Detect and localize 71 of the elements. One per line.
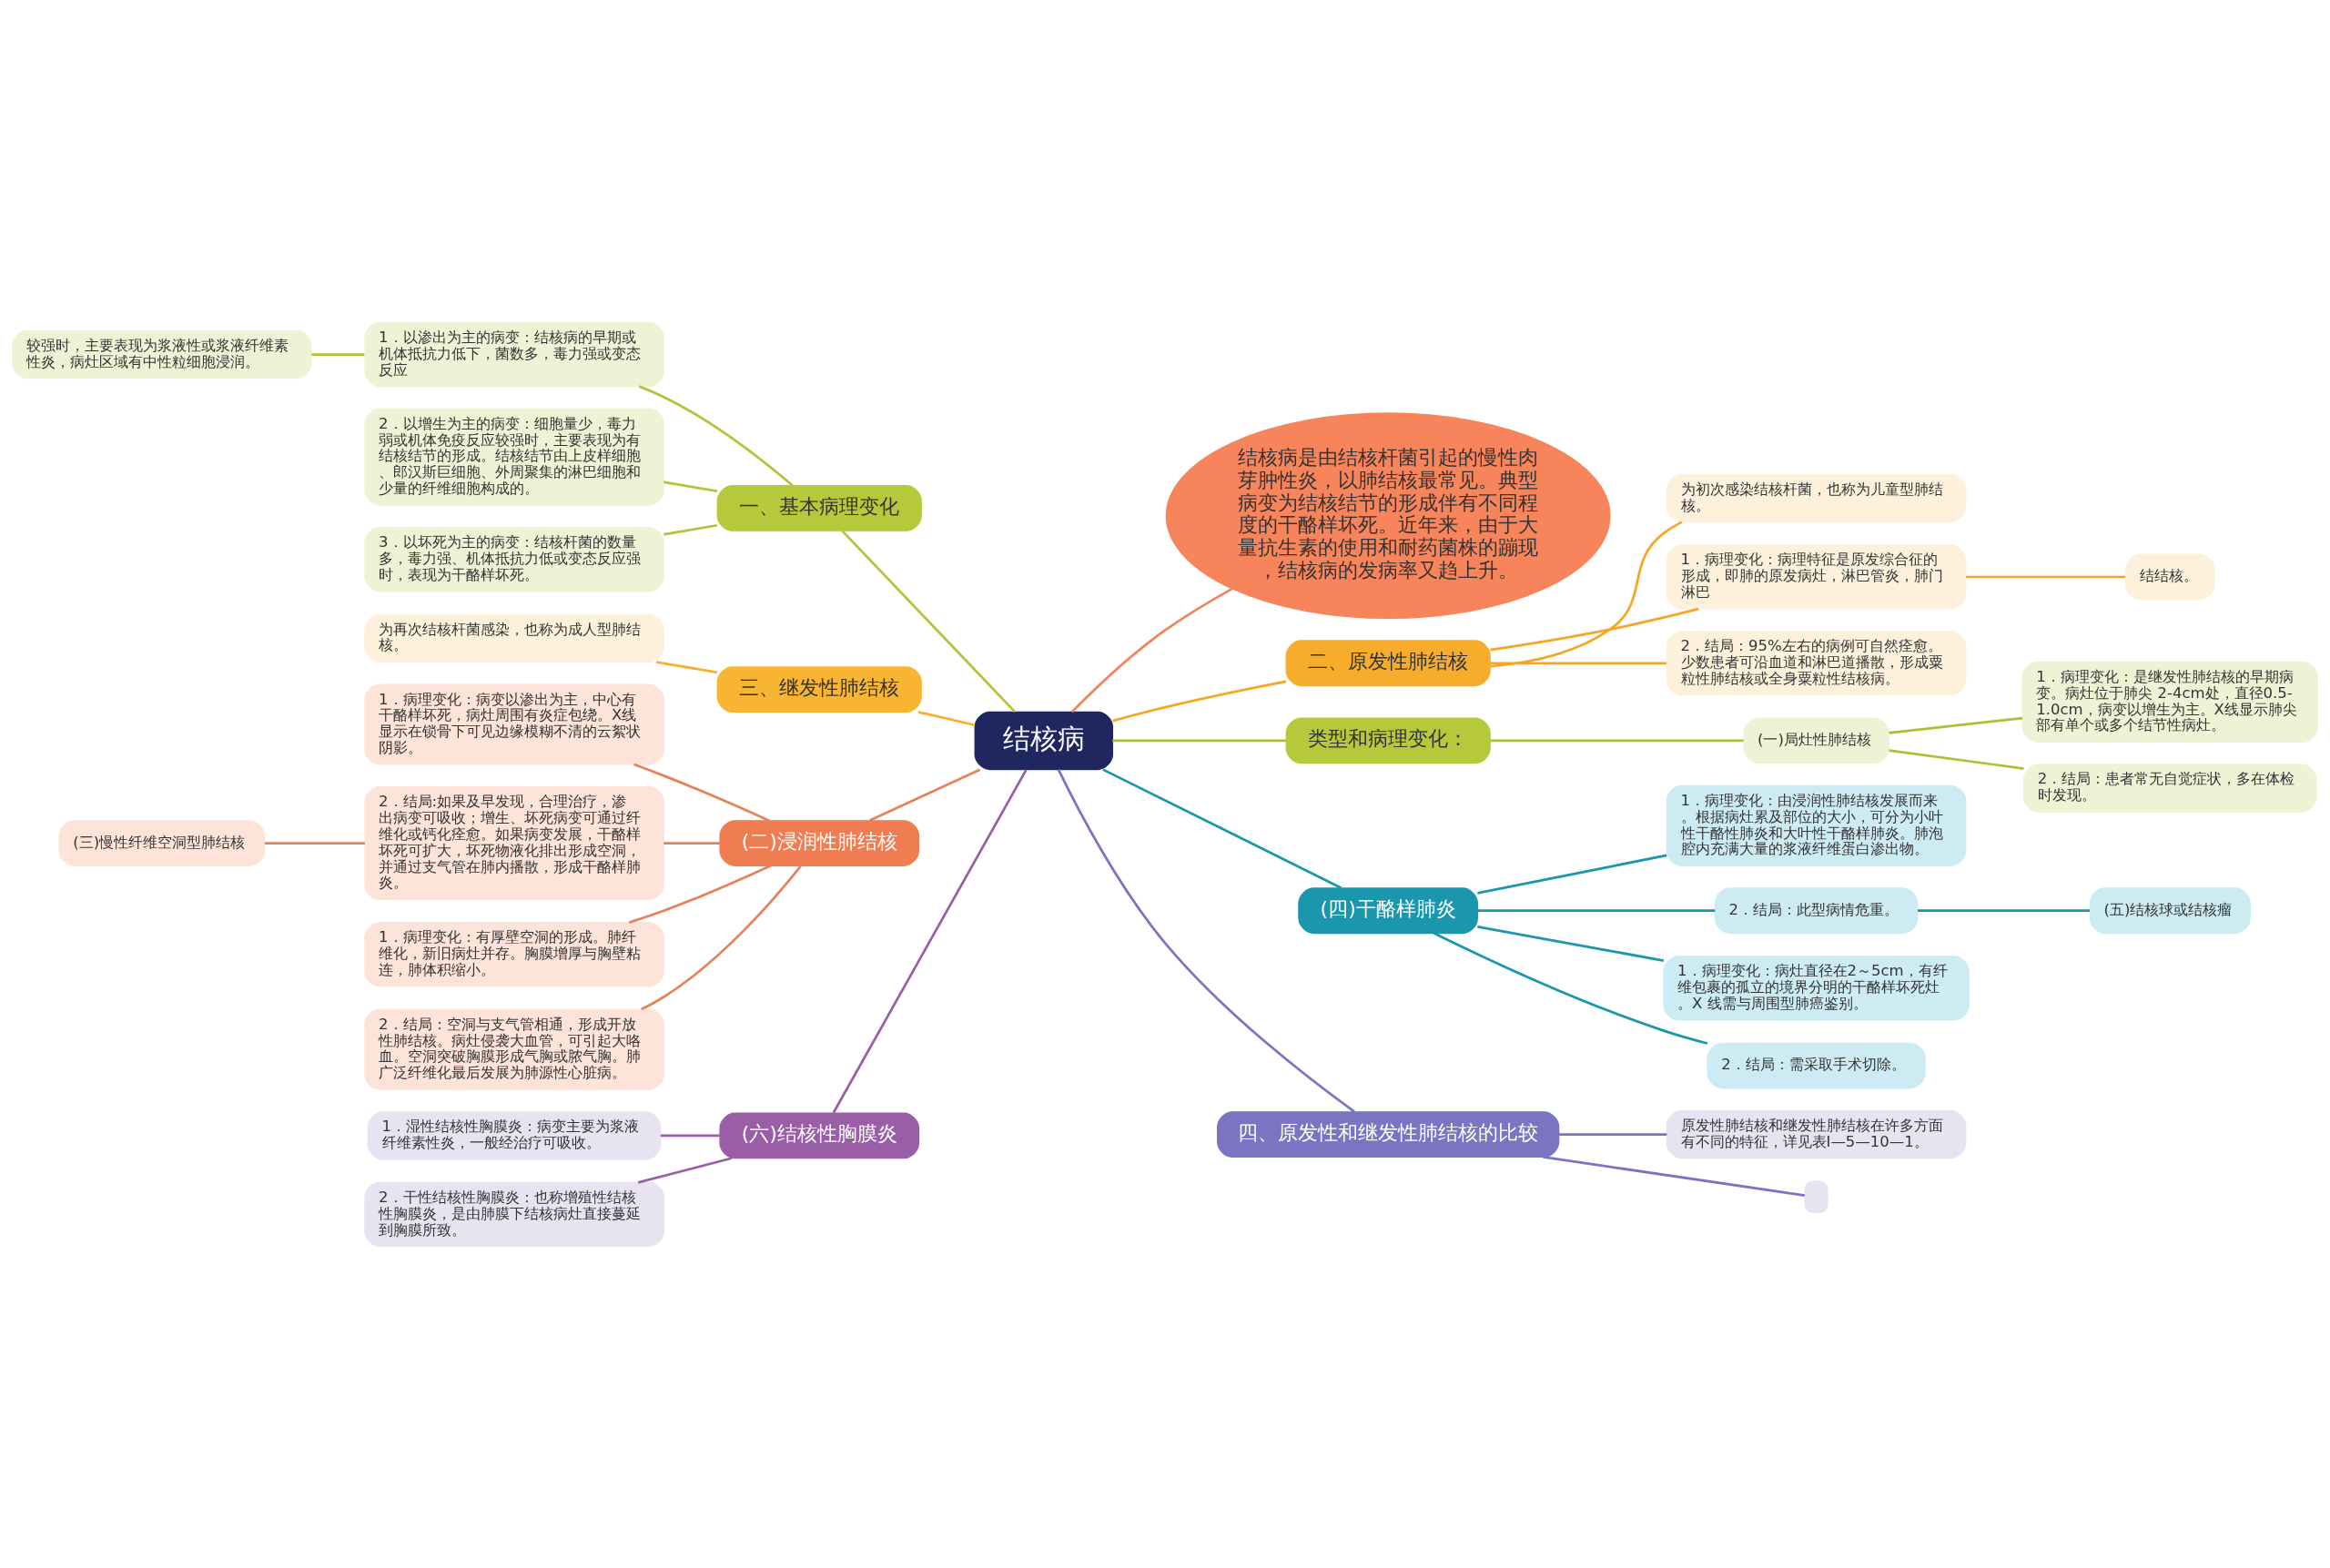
connector xyxy=(1966,575,2126,578)
connector xyxy=(664,480,718,492)
node-box: 1．病理变化：病理特征是原发综合征的形成，即肺的原发病灶，淋巴管炎，肺门淋巴 xyxy=(1666,543,1967,610)
node-box: 2．干性结核性胸膜炎：也称增殖性结核性胸膜炎，是由肺膜下结核病灶直接蔓延到胸膜所致。 xyxy=(364,1181,664,1247)
node-box: (六)结核性胸膜炎 xyxy=(719,1112,920,1158)
connector xyxy=(638,384,794,487)
connector xyxy=(1433,931,1708,1045)
connector xyxy=(1070,587,1233,713)
connector xyxy=(664,841,720,845)
connector xyxy=(841,529,1017,713)
node-box: 2．结局：95%左右的病例可自然痊愈。少数患者可沿血道和淋巴道播散，形成粟粒性肺结核或全身粟粒性结核病。 xyxy=(1666,630,1967,695)
node-box: (一)局灶性肺结核 xyxy=(1743,717,1889,764)
node-box xyxy=(1804,1179,1829,1213)
connector xyxy=(1490,739,1744,742)
node-box: 三、继发性肺结核 xyxy=(716,665,922,713)
node-box: 四、原发性和继发性肺结核的比较 xyxy=(1217,1110,1560,1158)
connector xyxy=(660,1134,720,1137)
node-box: 类型和病理变化： xyxy=(1285,717,1491,764)
node-ellipse: 结核病是由结核杆菌引起的慢性肉芽肿性炎，以肺结核最常见。典型病变为结核结节的形成伴有不同程度的干酪样坏死。近年来，由于大量抗生素的使用和耐药菌株的蹦现，结核病的发病率又趋上升。 xyxy=(1165,411,1611,619)
connector xyxy=(1490,661,1666,664)
node-box: 为再次结核杆菌感染，也称为成人型肺结核。 xyxy=(364,613,664,663)
node-box: 为初次感染结核杆菌，也称为儿童型肺结核。 xyxy=(1666,473,1967,522)
node-box: 1．病理变化：由浸润性肺结核发展而来。根据病灶累及部位的大小，可分为小叶性干酪性肺炎和大叶性干酪样肺炎。肺泡腔内充满大量的浆液纤维蛋白渗出物。 xyxy=(1666,784,1967,866)
connector xyxy=(1477,854,1667,895)
node-box: 原发性肺结核和继发性肺结核在许多方面有不同的特征，详见表Ⅰ—5—10—1。 xyxy=(1666,1109,1967,1158)
node-box: 较强时，主要表现为浆液性或浆液纤维素性炎，病灶区域有中性粒细胞浸润。 xyxy=(11,329,312,379)
connector xyxy=(264,841,365,845)
connector xyxy=(629,864,772,924)
node-box: 1．湿性结核性胸膜炎：病变主要为浆液纤维素性炎，一般经治疗可吸收。 xyxy=(367,1110,662,1160)
connector xyxy=(641,865,802,1010)
connector xyxy=(1057,768,1355,1113)
node-box: 3．以坏死为主的病变：结核杆菌的数量多，毒力强、机体抵抗力低或变态反应强时，表现为干酪样坏死。 xyxy=(364,526,664,592)
connector xyxy=(1918,908,2090,912)
connector xyxy=(637,1156,733,1184)
connector xyxy=(1490,520,1683,668)
node-box: 二、原发性肺结核 xyxy=(1285,639,1491,686)
node-box: 2．结局：患者常无自觉症状，多在体检时发现。 xyxy=(2022,763,2317,813)
node-box: 1．病理变化：是继发性肺结核的早期病变。病灶位于肺尖 2-4cm处，直径0.5-1.0cm，病变以增生为主。X线显示肺尖部有单个或多个结节性病灶。 xyxy=(2021,661,2319,743)
node-box: 1．病理变化：有厚壁空洞的形成。肺纤维化，新旧病灶并存。胸膜增厚与胸壁粘连，肺体积缩小。 xyxy=(364,921,664,986)
node-box: 一、基本病理变化 xyxy=(716,484,922,531)
node-box: (三)慢性纤维空洞型肺结核 xyxy=(58,819,266,866)
connector xyxy=(1477,908,1716,912)
connector xyxy=(664,523,718,536)
node-box: 结核病 xyxy=(974,711,1113,770)
connector xyxy=(1102,767,1342,889)
connector xyxy=(1477,925,1665,962)
connector xyxy=(832,768,1028,1113)
connector xyxy=(655,660,718,673)
node-box: (二)浸润性肺结核 xyxy=(719,819,920,866)
connector xyxy=(1112,739,1287,742)
connector xyxy=(869,767,981,822)
connector xyxy=(917,710,976,726)
node-box: 1．以渗出为主的病变：结核病的早期或机体抵抗力低下，菌数多，毒力强或变态反应 xyxy=(364,321,664,387)
node-box: (四)干酪样肺炎 xyxy=(1298,886,1479,934)
connector xyxy=(1543,1155,1806,1197)
node-box: 结结核。 xyxy=(2124,553,2215,600)
node-box: 2．以增生为主的病变：细胞量少，毒力弱或机体免疫反应较强时，主要表现为有结核结节的形成。结核结节由上皮样细胞、郎汉斯巨细胞、外周聚集的淋巴细胞和少量的纤维细胞构成的。 xyxy=(364,408,664,506)
node-box: 2．结局：需采取手术切除。 xyxy=(1707,1042,1926,1088)
node-box: 2．结局：空洞与支气管相通，形成开放性肺结核。病灶侵袭大血管，可引起大咯血。空洞突破胸膜形成气胸或脓气胸。肺广泛纤维化最后发展为肺源性心脏病。 xyxy=(364,1008,664,1090)
node-box: (五)结核球或结核瘤 xyxy=(2089,886,2251,934)
node-box: 2．结局:如果及早发现，合理治疗，渗出病变可吸收；增生、坏死病变可通过纤维化或钙化痊愈。如果病变发展，干酪样坏死可扩大，坏死物液化排出形成空洞，并通过支气管在肺内播散，形成干酪样肺炎。 xyxy=(364,785,664,900)
connector xyxy=(633,763,770,822)
connector xyxy=(311,352,365,356)
connector xyxy=(1112,680,1287,722)
connector xyxy=(1889,748,2024,770)
node-box: 1．病理变化：病变以渗出为主，中心有干酪样坏死，病灶周围有炎症包绕。X线显示在锁骨下可见边缘模糊不清的云絮状阴影。 xyxy=(364,683,664,765)
node-box: 1．病理变化：病灶直径在2～5cm，有纤维包裹的孤立的境界分明的干酪样坏死灶。X 线需与周围型肺癌鉴别。 xyxy=(1663,955,1970,1021)
node-box: 2．结局：此型病情危重。 xyxy=(1714,886,1919,934)
connector xyxy=(1889,716,2023,734)
connector xyxy=(1490,607,1699,652)
connector xyxy=(1558,1132,1667,1136)
